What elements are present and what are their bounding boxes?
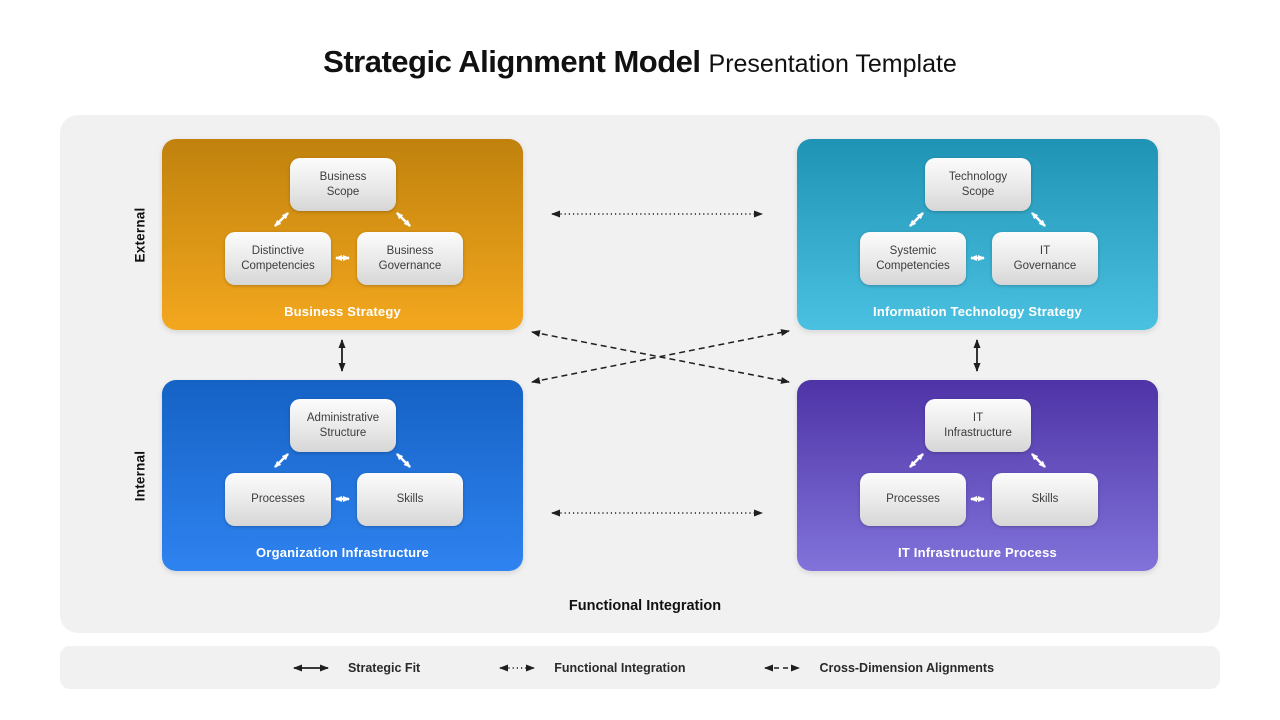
dotted-arrow-icon <box>499 664 536 671</box>
quadrant-left-box: Processes <box>225 473 331 526</box>
quadrant-title: Business Strategy <box>284 304 401 319</box>
legend-item-functional-integration: Functional Integration <box>492 661 685 675</box>
left-box-label: Distinctive Competencies <box>241 245 315 272</box>
quadrant-left-box: Distinctive Competencies <box>225 232 331 285</box>
quadrant-left-box: Processes <box>860 473 966 526</box>
internal-label: Internal <box>132 450 148 502</box>
left-box-label: Processes <box>886 493 940 506</box>
right-box-label: IT Governance <box>1013 245 1077 272</box>
right-box-label: Skills <box>1031 493 1059 506</box>
quadrant-business-strategy: Business Scope Distinctive Competencies … <box>162 139 523 330</box>
legend-label: Functional Integration <box>554 660 686 675</box>
external-label: External <box>132 207 148 263</box>
apex-box-label: Technology Scope <box>948 171 1008 198</box>
quadrant-apex-box: Technology Scope <box>925 158 1031 211</box>
left-box-label: Processes <box>251 493 305 506</box>
legend-label: Strategic Fit <box>347 660 421 675</box>
apex-box-label: IT Infrastructure <box>944 412 1012 439</box>
quadrant-right-box: Skills <box>357 473 463 526</box>
quadrant-it-strategy: Technology Scope Systemic Competencies I… <box>797 139 1158 330</box>
functional-integration-label: Functional Integration <box>568 598 722 614</box>
quadrant-left-box: Systemic Competencies <box>860 232 966 285</box>
dashed-arrow-icon <box>764 664 801 671</box>
quadrant-right-box: Skills <box>992 473 1098 526</box>
quadrant-title: Information Technology Strategy <box>873 304 1082 319</box>
legend-item-strategic-fit: Strategic Fit <box>286 661 420 675</box>
quadrant-it-infrastructure-process: IT Infrastructure Processes Skills IT In… <box>797 380 1158 571</box>
solid-arrow-icon <box>292 664 329 671</box>
right-box-label: Skills <box>396 493 424 506</box>
quadrant-title: Organization Infrastructure <box>256 545 429 560</box>
quadrant-right-box: IT Governance <box>992 232 1098 285</box>
right-box-label: Business Governance <box>378 245 442 272</box>
quadrant-organization-infrastructure: Administrative Structure Processes Skill… <box>162 380 523 571</box>
apex-box-label: Administrative Structure <box>306 412 380 439</box>
legend-item-cross-dimension: Cross-Dimension Alignments <box>757 661 994 675</box>
page-title-main: Strategic Alignment Model <box>323 44 701 79</box>
legend-bar: Strategic Fit Functional Integration Cro… <box>60 646 1220 689</box>
quadrant-right-box: Business Governance <box>357 232 463 285</box>
quadrant-apex-box: IT Infrastructure <box>925 399 1031 452</box>
left-box-label: Systemic Competencies <box>876 245 950 272</box>
legend-label: Cross-Dimension Alignments <box>819 660 995 675</box>
page-title-sub: Presentation Template <box>708 50 957 78</box>
apex-box-label: Business Scope <box>319 171 367 198</box>
quadrant-apex-box: Business Scope <box>290 158 396 211</box>
quadrant-title: IT Infrastructure Process <box>898 545 1057 560</box>
quadrant-apex-box: Administrative Structure <box>290 399 396 452</box>
